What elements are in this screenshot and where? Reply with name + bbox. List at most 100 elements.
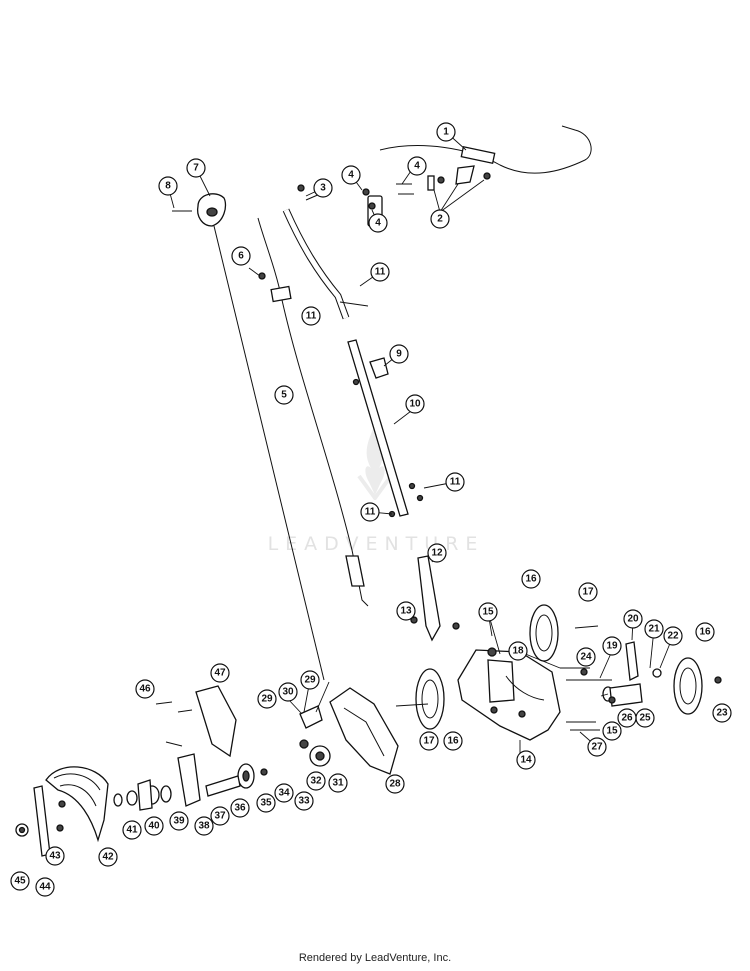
svg-text:7: 7 — [193, 163, 199, 174]
callout-11-c: 11 — [445, 472, 465, 492]
callout-11-b: 11 — [301, 306, 321, 326]
svg-text:40: 40 — [148, 821, 160, 832]
callout-42: 42 — [98, 847, 118, 867]
callout-35: 35 — [256, 793, 276, 813]
svg-text:36: 36 — [234, 803, 246, 814]
blade-guard — [15, 766, 109, 857]
svg-text:44: 44 — [39, 882, 51, 893]
svg-text:21: 21 — [648, 624, 660, 635]
svg-text:16: 16 — [447, 736, 459, 747]
svg-text:6: 6 — [238, 251, 244, 262]
svg-text:22: 22 — [667, 631, 679, 642]
bail-hardware — [427, 165, 491, 191]
callout-29-b: 29 — [257, 689, 277, 709]
callout-24: 24 — [576, 647, 596, 667]
callout-16-b: 16 — [443, 731, 463, 751]
callout-45: 45 — [10, 871, 30, 891]
svg-text:38: 38 — [198, 821, 210, 832]
callout-17-b: 17 — [419, 731, 439, 751]
callout-11-d: 11 — [360, 502, 380, 522]
svg-text:29: 29 — [304, 675, 316, 686]
svg-text:26: 26 — [621, 713, 633, 724]
callout-13: 13 — [396, 601, 416, 621]
callout-1: 1 — [436, 122, 456, 142]
svg-text:14: 14 — [520, 755, 532, 766]
svg-text:16: 16 — [699, 627, 711, 638]
svg-text:28: 28 — [389, 779, 401, 790]
svg-text:1: 1 — [443, 127, 449, 138]
svg-text:18: 18 — [512, 646, 524, 657]
callout-41: 41 — [122, 820, 142, 840]
control-cable — [257, 217, 369, 607]
svg-text:11: 11 — [306, 311, 317, 322]
svg-text:20: 20 — [627, 614, 639, 625]
callout-5: 5 — [274, 385, 294, 405]
callout-23: 23 — [712, 703, 732, 723]
svg-text:11: 11 — [365, 507, 376, 518]
svg-text:42: 42 — [102, 852, 114, 863]
callout-46: 46 — [135, 679, 155, 699]
callout-20: 20 — [623, 609, 643, 629]
middle-handle — [347, 339, 460, 642]
svg-text:39: 39 — [173, 816, 185, 827]
callout-19: 19 — [602, 636, 622, 656]
callout-4-a: 4 — [341, 165, 361, 185]
leader-lines — [167, 131, 674, 758]
svg-text:29: 29 — [261, 694, 273, 705]
callout-11-a: 11 — [370, 262, 390, 282]
svg-text:9: 9 — [396, 349, 402, 360]
callout-7: 7 — [186, 158, 206, 178]
svg-text:16: 16 — [525, 574, 537, 585]
callout-31: 31 — [328, 773, 348, 793]
callout-44: 44 — [35, 877, 55, 897]
svg-text:4: 4 — [414, 161, 420, 172]
svg-text:30: 30 — [282, 687, 294, 698]
svg-text:17: 17 — [423, 736, 435, 747]
callout-18: 18 — [508, 641, 528, 661]
svg-text:43: 43 — [49, 851, 61, 862]
callout-8: 8 — [158, 176, 178, 196]
callout-36: 36 — [230, 798, 250, 818]
svg-text:2: 2 — [437, 214, 443, 225]
callout-4-c: 4 — [368, 213, 388, 233]
callout-21: 21 — [644, 619, 664, 639]
svg-text:31: 31 — [332, 778, 344, 789]
callout-3: 3 — [313, 178, 333, 198]
svg-text:25: 25 — [639, 713, 651, 724]
callout-12: 12 — [427, 543, 447, 563]
callout-15-b: 15 — [602, 721, 622, 741]
callout-29-a: 29 — [300, 670, 320, 690]
callout-25: 25 — [635, 708, 655, 728]
axle-parts — [560, 641, 722, 731]
svg-text:11: 11 — [450, 477, 461, 488]
svg-text:15: 15 — [482, 607, 494, 618]
callout-22: 22 — [663, 626, 683, 646]
callout-4-b: 4 — [407, 156, 427, 176]
svg-text:13: 13 — [400, 606, 412, 617]
callout-28: 28 — [385, 774, 405, 794]
svg-text:4: 4 — [375, 218, 381, 229]
svg-text:17: 17 — [582, 587, 594, 598]
watermark-text: LEADVENTURE — [267, 533, 485, 555]
svg-text:33: 33 — [298, 796, 310, 807]
svg-text:32: 32 — [310, 776, 322, 787]
wheels — [395, 604, 703, 730]
callout-15-a: 15 — [478, 602, 498, 622]
footer-credit: Rendered by LeadVenture, Inc. — [298, 952, 452, 964]
callout-43: 43 — [45, 846, 65, 866]
svg-text:35: 35 — [260, 798, 272, 809]
svg-text:4: 4 — [348, 170, 354, 181]
svg-text:15: 15 — [606, 726, 618, 737]
svg-text:46: 46 — [139, 684, 151, 695]
svg-text:45: 45 — [14, 876, 26, 887]
svg-text:3: 3 — [320, 183, 326, 194]
svg-text:11: 11 — [375, 267, 386, 278]
callout-16-a: 16 — [521, 569, 541, 589]
svg-text:27: 27 — [591, 742, 603, 753]
spindle-assembly — [113, 685, 241, 811]
height-knob — [172, 193, 325, 681]
callout-38: 38 — [194, 816, 214, 836]
belt-cover — [329, 687, 399, 775]
callout-39: 39 — [169, 811, 189, 831]
callout-27: 27 — [587, 737, 607, 757]
